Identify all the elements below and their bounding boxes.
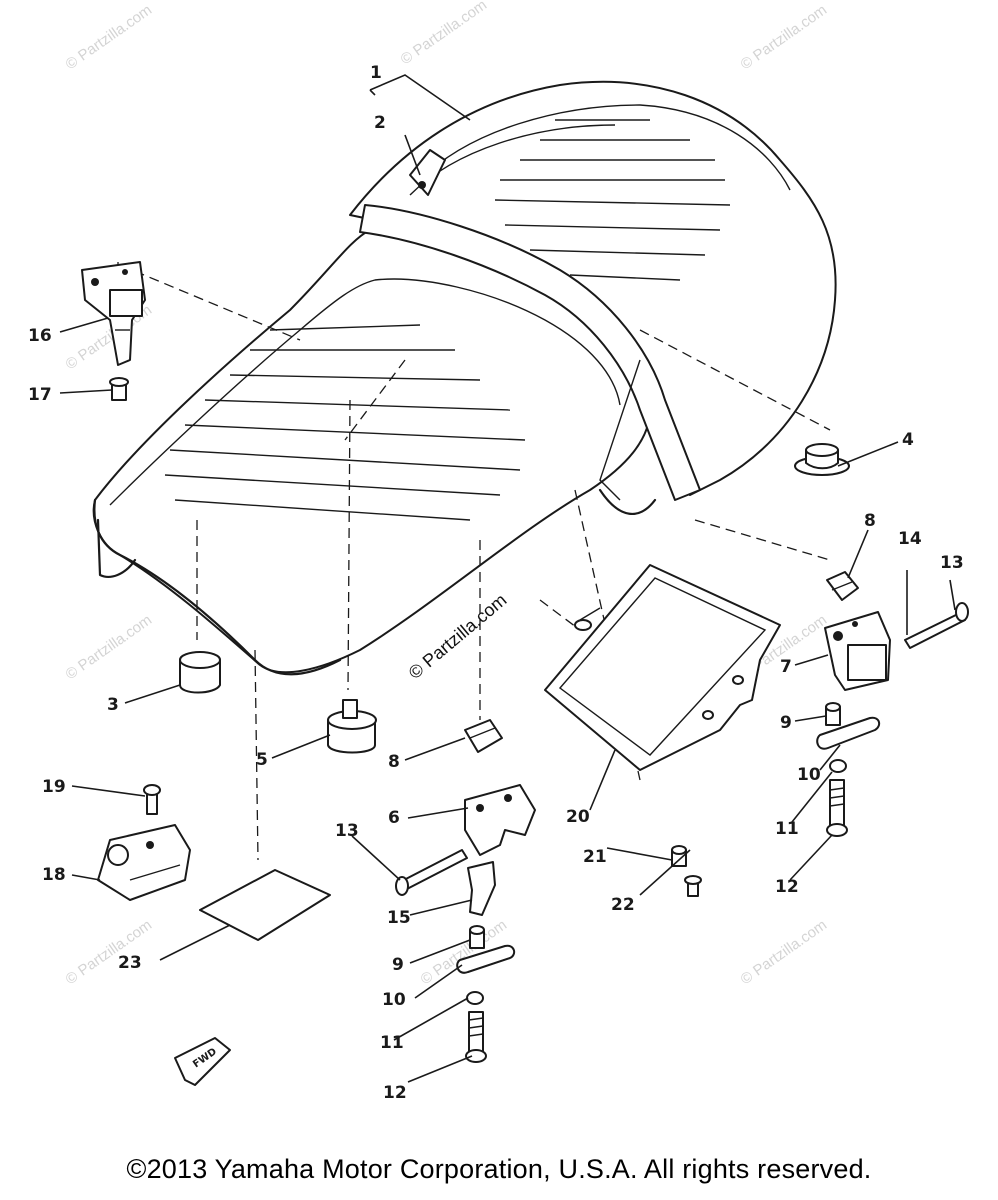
callout-20: 20 [566, 807, 590, 827]
callout-11-middle: 11 [380, 1033, 404, 1053]
callout-18: 18 [42, 865, 66, 885]
callout-22: 22 [611, 895, 635, 915]
collar-9-right [825, 702, 841, 726]
fwd-arrow: FWD [174, 1037, 231, 1086]
bracket-6 [464, 784, 536, 856]
callout-12-right: 12 [775, 877, 799, 897]
watermark: © Partzilla.com [63, 1, 156, 73]
callout-8-middle: 8 [388, 752, 400, 772]
callout-2: 2 [374, 113, 386, 133]
callout-10-middle: 10 [382, 990, 406, 1010]
callout-19: 19 [42, 777, 66, 797]
callout-16: 16 [28, 326, 52, 346]
clip-8-middle [464, 719, 503, 753]
clip-8-right [826, 571, 859, 601]
washer-11-middle [466, 991, 484, 1005]
callout-11-right: 11 [775, 819, 799, 839]
callout-7: 7 [780, 657, 792, 677]
plate-10-middle [456, 944, 516, 974]
callout-5: 5 [256, 750, 268, 770]
plate-10-right [816, 716, 881, 750]
seat-lock-bracket-16 [81, 261, 146, 366]
callout-8-right: 8 [864, 511, 876, 531]
callout-23: 23 [118, 953, 142, 973]
front-pleats [164, 324, 526, 521]
watermark: © Partzilla.com [63, 611, 156, 683]
plate-15 [467, 861, 496, 916]
lock-7 [824, 611, 891, 691]
callout-14: 14 [898, 529, 922, 549]
bolt-13-right [904, 602, 969, 649]
callout-21: 21 [583, 847, 607, 867]
callout-9-middle: 9 [392, 955, 404, 975]
grommet-4 [794, 443, 850, 476]
screw-22 [684, 875, 702, 897]
lock-housing-18 [97, 824, 191, 901]
callout-3: 3 [107, 695, 119, 715]
bolt-12-right [826, 779, 848, 837]
screw-19 [143, 784, 161, 815]
bolt-17 [109, 377, 129, 401]
callout-13-middle: 13 [335, 821, 359, 841]
callout-13-right: 13 [940, 553, 964, 573]
collar-9-middle [469, 925, 485, 949]
watermark: © Partzilla.com [738, 916, 831, 988]
callout-9-right: 9 [780, 713, 792, 733]
callout-15: 15 [387, 908, 411, 928]
sheet-23 [199, 869, 331, 941]
damper-5 [327, 699, 377, 754]
callout-6: 6 [388, 808, 400, 828]
damper-3 [179, 651, 221, 694]
callout-4: 4 [902, 430, 914, 450]
callout-10-right: 10 [797, 765, 821, 785]
bolt-13-middle [395, 849, 468, 896]
bolt-12-middle [465, 1011, 487, 1063]
callout-1: 1 [370, 63, 382, 83]
callout-17: 17 [28, 385, 52, 405]
copyright-notice: ©2013 Yamaha Motor Corporation, U.S.A. A… [126, 1154, 872, 1184]
washer-11-right [829, 759, 847, 773]
callout-12-middle: 12 [383, 1083, 407, 1103]
watermark: © Partzilla.com [738, 1, 831, 73]
rear-pleats [494, 119, 731, 281]
seat-assembly [92, 80, 837, 676]
leader-lines [59, 74, 956, 1083]
seat-hook-2 [418, 181, 426, 189]
tray-20 [544, 564, 781, 771]
watermark: © Partzilla.com [398, 0, 491, 68]
callout-labels: 1 2 3 4 5 6 7 8 8 9 9 10 10 11 11 12 12 … [28, 63, 964, 1103]
